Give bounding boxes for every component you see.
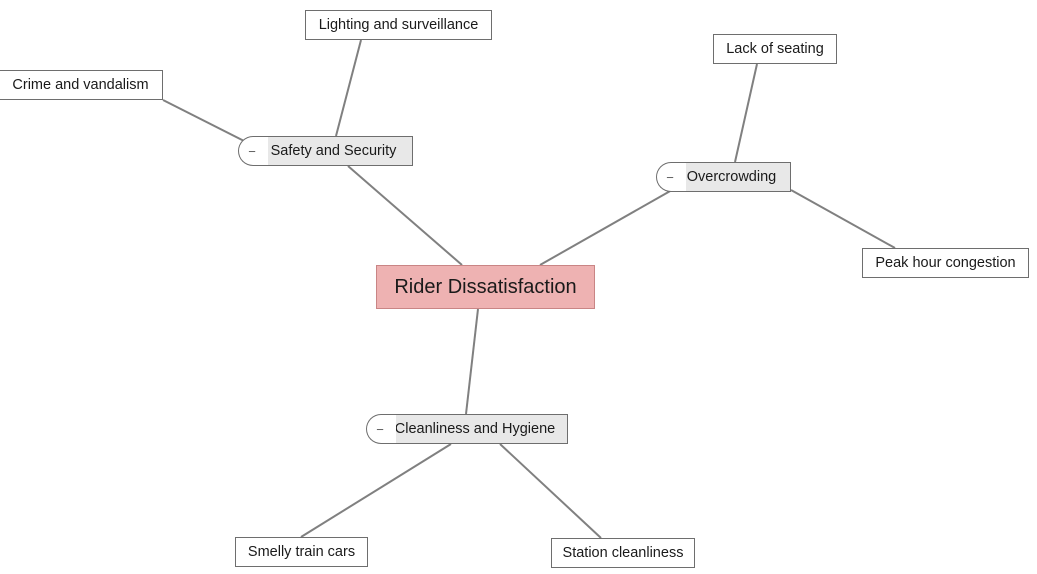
branch-node-overcrowding[interactable]: Overcrowding	[672, 162, 791, 192]
edge-cleanliness-smelly	[300, 443, 452, 538]
root-node-rider-dissatisfaction[interactable]: Rider Dissatisfaction	[376, 265, 595, 309]
branch-node-safety-and-security[interactable]: Safety and Security	[254, 136, 413, 166]
leaf-node-lighting-and-surveillance[interactable]: Lighting and surveillance	[305, 10, 492, 40]
node-label: Rider Dissatisfaction	[394, 276, 577, 298]
node-label: Lighting and surveillance	[318, 16, 479, 33]
node-label: Smelly train cars	[247, 543, 356, 560]
node-label: Cleanliness and Hygiene	[394, 420, 556, 437]
node-label: Peak hour congestion	[875, 254, 1016, 271]
minus-icon: −	[666, 169, 674, 185]
minus-icon: −	[376, 421, 384, 437]
edge-safety-crime	[162, 99, 255, 147]
edge-root-cleanliness	[465, 308, 479, 415]
leaf-node-smelly-train-cars[interactable]: Smelly train cars	[235, 537, 368, 567]
leaf-node-crime-and-vandalism[interactable]: Crime and vandalism	[0, 70, 163, 100]
minus-icon: −	[248, 143, 256, 159]
edge-root-overcrowding	[539, 189, 673, 266]
node-label: Lack of seating	[726, 40, 824, 57]
node-label: Station cleanliness	[562, 544, 684, 561]
edge-safety-lighting	[335, 39, 362, 137]
collapse-toggle-icon-overcrowding[interactable]: −	[656, 162, 686, 192]
leaf-node-peak-hour-congestion[interactable]: Peak hour congestion	[862, 248, 1029, 278]
node-label: Safety and Security	[270, 142, 397, 159]
edge-root-safety	[347, 165, 463, 266]
edge-overcrowding-peakhour	[790, 189, 896, 249]
node-label: Crime and vandalism	[12, 76, 149, 93]
collapse-toggle-icon-cleanliness-and-hygiene[interactable]: −	[366, 414, 396, 444]
edge-overcrowding-seating	[734, 63, 758, 163]
leaf-node-station-cleanliness[interactable]: Station cleanliness	[551, 538, 695, 568]
collapse-toggle-icon-safety-and-security[interactable]: −	[238, 136, 268, 166]
leaf-node-lack-of-seating[interactable]: Lack of seating	[713, 34, 837, 64]
branch-node-cleanliness-and-hygiene[interactable]: Cleanliness and Hygiene	[382, 414, 568, 444]
edge-cleanliness-station	[499, 443, 602, 539]
node-label: Overcrowding	[686, 168, 777, 185]
